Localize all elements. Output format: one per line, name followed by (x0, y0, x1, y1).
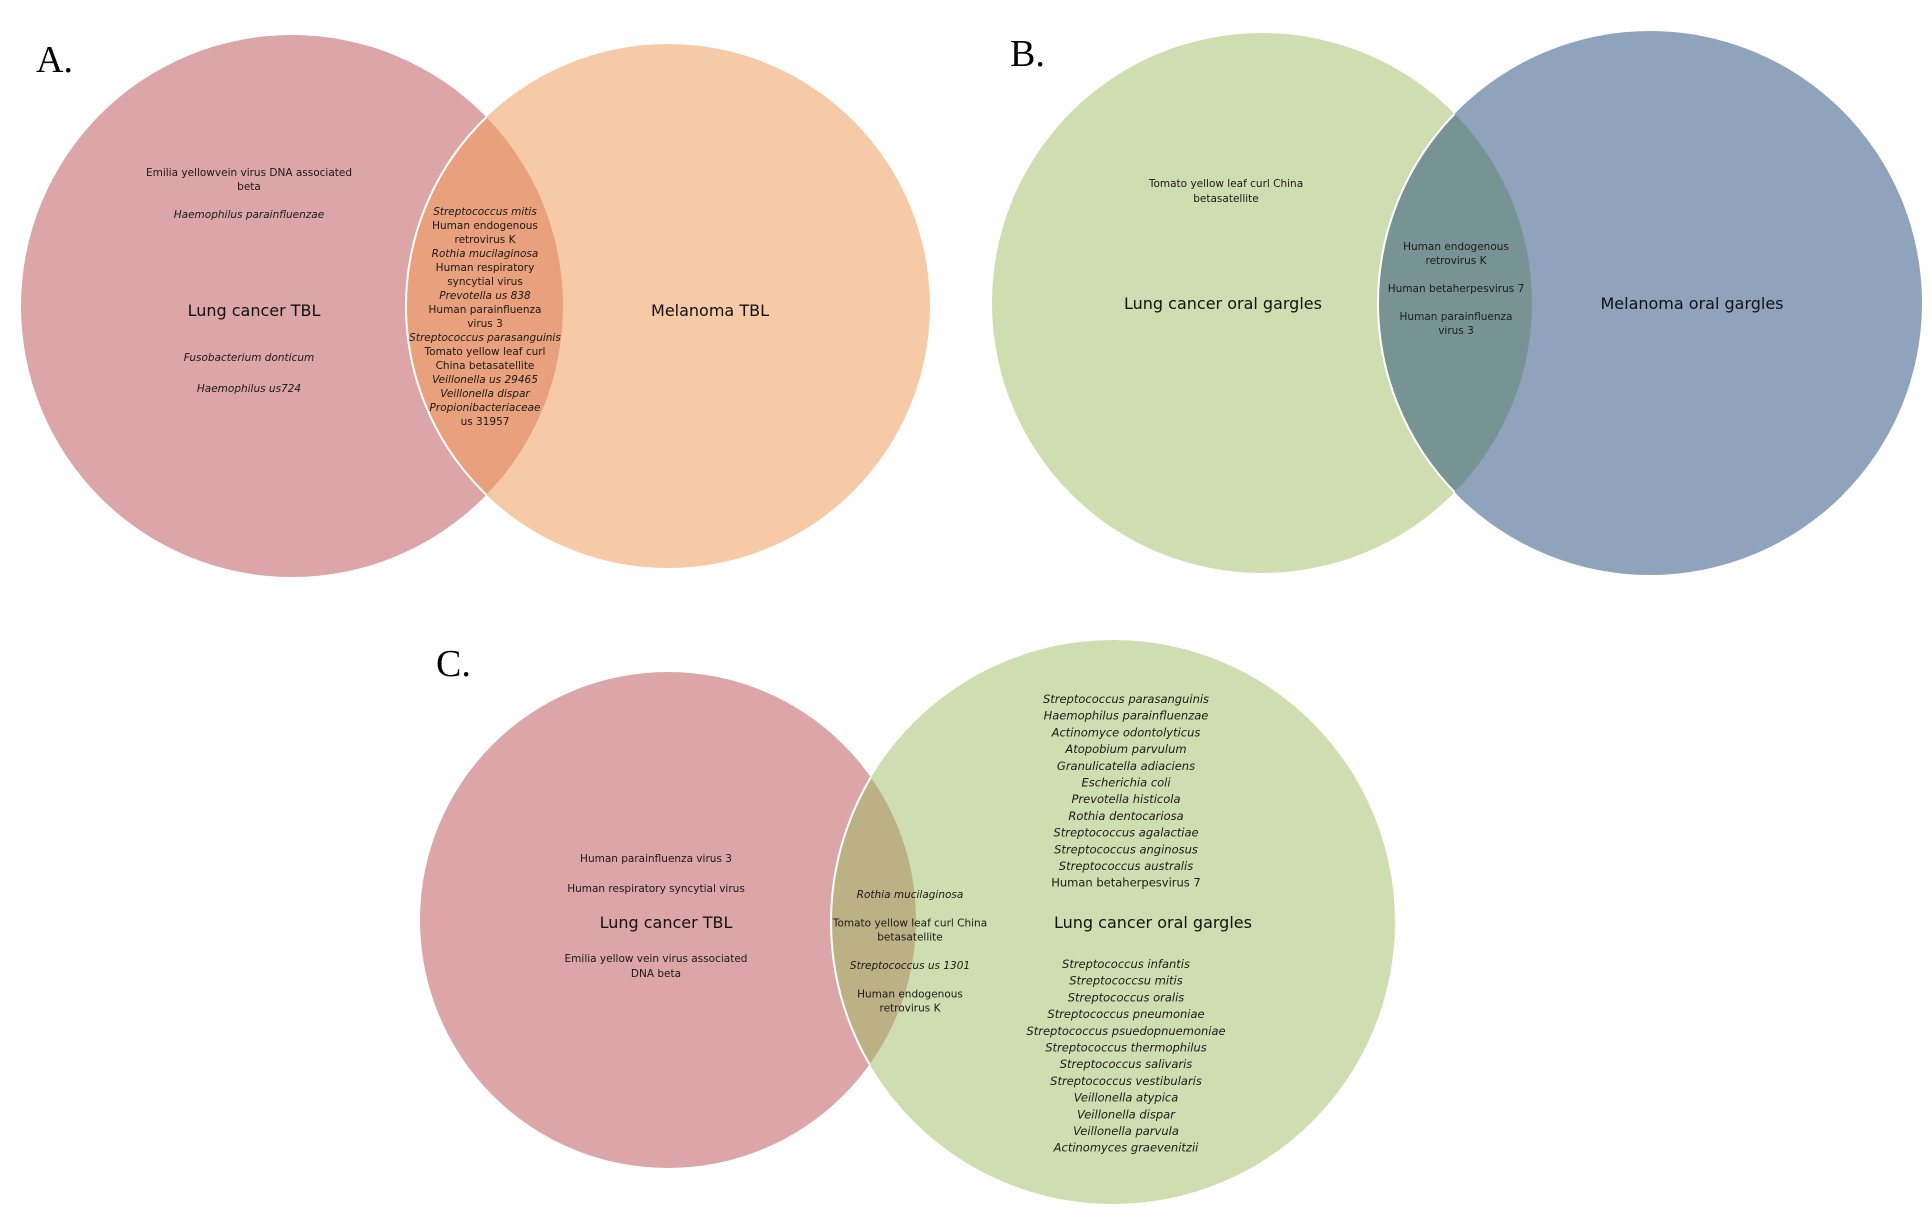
venn-item: Human endogenous (857, 988, 963, 1000)
venn-item: retrovirus K (455, 234, 517, 246)
venn-item: Streptococcus thermophilus (1045, 1041, 1207, 1055)
set-title-lung-cancer-oral-gargles-c: Lung cancer oral gargles (1054, 913, 1252, 932)
left-only-items-b: Tomato yellow leaf curl China betasatelli… (1148, 178, 1303, 205)
venn-item: Actinomyce odontolyticus (1051, 725, 1201, 739)
venn-item: betasatellite (1193, 193, 1259, 205)
venn-item: Human betaherpesvirus 7 (1051, 876, 1201, 890)
venn-item: Granulicatella adiaciens (1057, 759, 1195, 773)
venn-item: Streptococcus parasanguinis (409, 332, 561, 344)
venn-item: Streptococcsu mitis (1069, 974, 1183, 988)
venn-item: Human respiratory (436, 262, 535, 274)
venn-item: Veillonella dispar (440, 388, 530, 400)
venn-item: Tomato yellow leaf curl China (832, 917, 987, 929)
venn-item: Human betaherpesvirus 7 (1388, 283, 1525, 295)
venn-item: Haemophilus us724 (197, 383, 301, 395)
venn-item: China betasatellite (436, 360, 535, 372)
venn-item: Streptococcus salivaris (1060, 1057, 1193, 1071)
venn-item: Emilia yellowvein virus DNA associated (146, 167, 352, 179)
venn-item: Prevotella histicola (1071, 792, 1180, 806)
venn-item: Streptococcus parasanguinis (1043, 692, 1209, 706)
venn-item: Streptococcus pneumoniae (1047, 1007, 1204, 1021)
venn-item: us 31957 (461, 416, 510, 428)
venn-item: retrovirus K (880, 1003, 942, 1015)
panel-c: C. Lung cancer TBL Lung cancer oral garg… (420, 640, 1395, 1204)
venn-item: betasatellite (877, 932, 943, 944)
venn-item: Emilia yellow vein virus associated (565, 953, 748, 965)
venn-item: Streptococcus australis (1059, 859, 1193, 873)
venn-item: Human endogenous (432, 220, 538, 232)
venn-item: Atopobium parvulum (1064, 742, 1186, 756)
venn-item: Streptococcus agalactiae (1053, 826, 1198, 840)
venn-item: Propionibacteriaceae (430, 402, 541, 414)
panel-label-b: B. (1010, 33, 1045, 75)
venn-item: Streptococcus infantis (1062, 957, 1190, 971)
venn-item: Haemophilus parainfluenzae (1044, 709, 1209, 723)
set-title-lung-cancer-tbl-c: Lung cancer TBL (600, 913, 733, 932)
venn-item: Streptococcus mitis (433, 206, 537, 218)
venn-item: Human parainfluenza (429, 304, 542, 316)
venn-item: virus 3 (1438, 325, 1474, 337)
venn-item: Veillonella dispar (1077, 1107, 1176, 1121)
venn-item: DNA beta (631, 968, 681, 980)
panel-label-a: A. (36, 39, 73, 81)
venn-item: Streptococcus us 1301 (850, 960, 970, 972)
venn-item: beta (237, 181, 261, 193)
overlap-border-a (405, 43, 563, 569)
venn-item: Streptococcus vestibularis (1050, 1074, 1202, 1088)
set-circle-lung-cancer-tbl (21, 35, 563, 577)
venn-item: syncytial virus (447, 276, 523, 288)
venn-item: Streptococcus anginosus (1054, 842, 1198, 856)
panel-a: A. Lung cancer TBL Melanoma TBL Emilia y… (21, 35, 930, 577)
venn-item: Rothia mucilaginosa (432, 248, 539, 260)
venn-item: Human endogenous (1403, 241, 1509, 253)
shared-items-b: Human endogenous retrovirus K Human betahe… (1388, 241, 1525, 337)
venn-item: Haemophilus parainfluenzae (174, 209, 324, 221)
set-title-lung-cancer-tbl: Lung cancer TBL (188, 301, 321, 320)
venn-item: virus 3 (467, 318, 503, 330)
venn-item: Rothia mucilaginosa (857, 889, 964, 901)
venn-item: Fusobacterium donticum (184, 352, 315, 364)
left-only-items-a: Emilia yellowvein virus DNA associated be… (146, 167, 352, 221)
venn-item: Escherichia coli (1081, 776, 1171, 790)
set-title-melanoma-tbl: Melanoma TBL (651, 301, 769, 320)
left-only-items-c: Human parainfluenza virus 3 Human respira… (567, 853, 745, 895)
venn-item: retrovirus K (1426, 255, 1488, 267)
venn-item: Tomato yellow leaf curl (424, 346, 546, 358)
venn-item: Veillonella parvula (1073, 1124, 1179, 1138)
venn-item: Streptococcus psuedopnuemoniae (1026, 1024, 1225, 1038)
overlap-border-c (830, 672, 916, 1168)
set-circle-lung-cancer-tbl-c (420, 672, 916, 1168)
overlap-border-b (1377, 33, 1532, 573)
set-title-melanoma-oral-gargles: Melanoma oral gargles (1600, 294, 1783, 313)
venn-item: Actinomyces graevenitzii (1053, 1141, 1200, 1155)
venn-item: Human parainfluenza virus 3 (580, 853, 732, 865)
set-circle-lung-cancer-oral-gargles (992, 33, 1532, 573)
venn-item: Streptococcus oralis (1068, 990, 1185, 1004)
venn-item: Veillonella atypica (1074, 1091, 1179, 1105)
set-circle-melanoma-tbl (406, 44, 930, 568)
set-circle-melanoma-oral-gargles (1378, 31, 1922, 575)
set-title-lung-cancer-oral-gargles: Lung cancer oral gargles (1124, 294, 1322, 313)
panel-b: B. Lung cancer oral gargles Melanoma ora… (992, 31, 1922, 575)
venn-item: Rothia dentocariosa (1068, 809, 1183, 823)
venn-item: Prevotella us 838 (439, 290, 531, 302)
venn-item: Human parainfluenza (1400, 311, 1513, 323)
venn-item: Veillonella us 29465 (432, 374, 538, 386)
venn-item: Tomato yellow leaf curl China (1148, 178, 1303, 190)
set-circle-lung-cancer-oral-gargles-c (831, 640, 1395, 1204)
venn-item: Human respiratory syncytial virus (567, 883, 745, 895)
panel-label-c: C. (436, 643, 471, 685)
